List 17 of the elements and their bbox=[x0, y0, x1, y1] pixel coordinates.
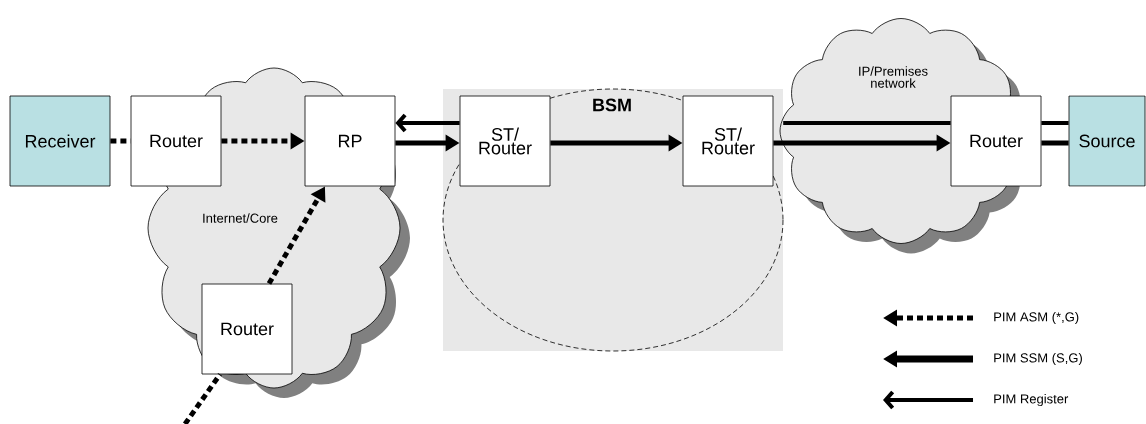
arrow bbox=[395, 113, 460, 133]
router-box: Router bbox=[130, 95, 222, 187]
legend-text: PIM ASM (*,G) bbox=[994, 311, 1079, 325]
router-box: Router bbox=[201, 283, 293, 375]
rp-box: RP bbox=[304, 95, 396, 187]
legend-text: PIM Register bbox=[994, 393, 1069, 407]
connector-line bbox=[110, 138, 131, 144]
connector-line bbox=[182, 372, 223, 424]
router-box: ST/ Router bbox=[459, 95, 551, 187]
receiver-box: Receiver bbox=[9, 95, 111, 187]
connector-line bbox=[783, 121, 951, 125]
connector-line bbox=[1041, 121, 1069, 125]
router-box: Router bbox=[950, 95, 1042, 187]
source-box: Source bbox=[1068, 95, 1146, 187]
legend-text: PIM SSM (S,G) bbox=[994, 352, 1082, 366]
connector-line bbox=[1041, 140, 1069, 146]
router-box: ST/ Router bbox=[682, 95, 774, 187]
